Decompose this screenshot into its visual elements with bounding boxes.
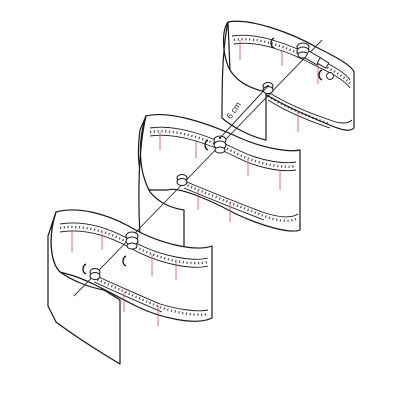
track-rail-line bbox=[73, 39, 323, 297]
runner-3 bbox=[213, 135, 227, 154]
runner-1 bbox=[296, 42, 310, 59]
tape-pockets bbox=[59, 38, 351, 316]
fabric-tail-left bbox=[47, 211, 121, 365]
heading-tape bbox=[59, 34, 353, 313]
curtain-hooks bbox=[82, 37, 323, 275]
runner-6 bbox=[89, 268, 101, 280]
runner-4 bbox=[176, 174, 188, 186]
end-bracket bbox=[304, 50, 334, 80]
curtain-fabric bbox=[47, 20, 355, 365]
runner-2 bbox=[262, 82, 274, 94]
pleat-markers bbox=[71, 40, 319, 326]
runner-5 bbox=[125, 231, 139, 250]
